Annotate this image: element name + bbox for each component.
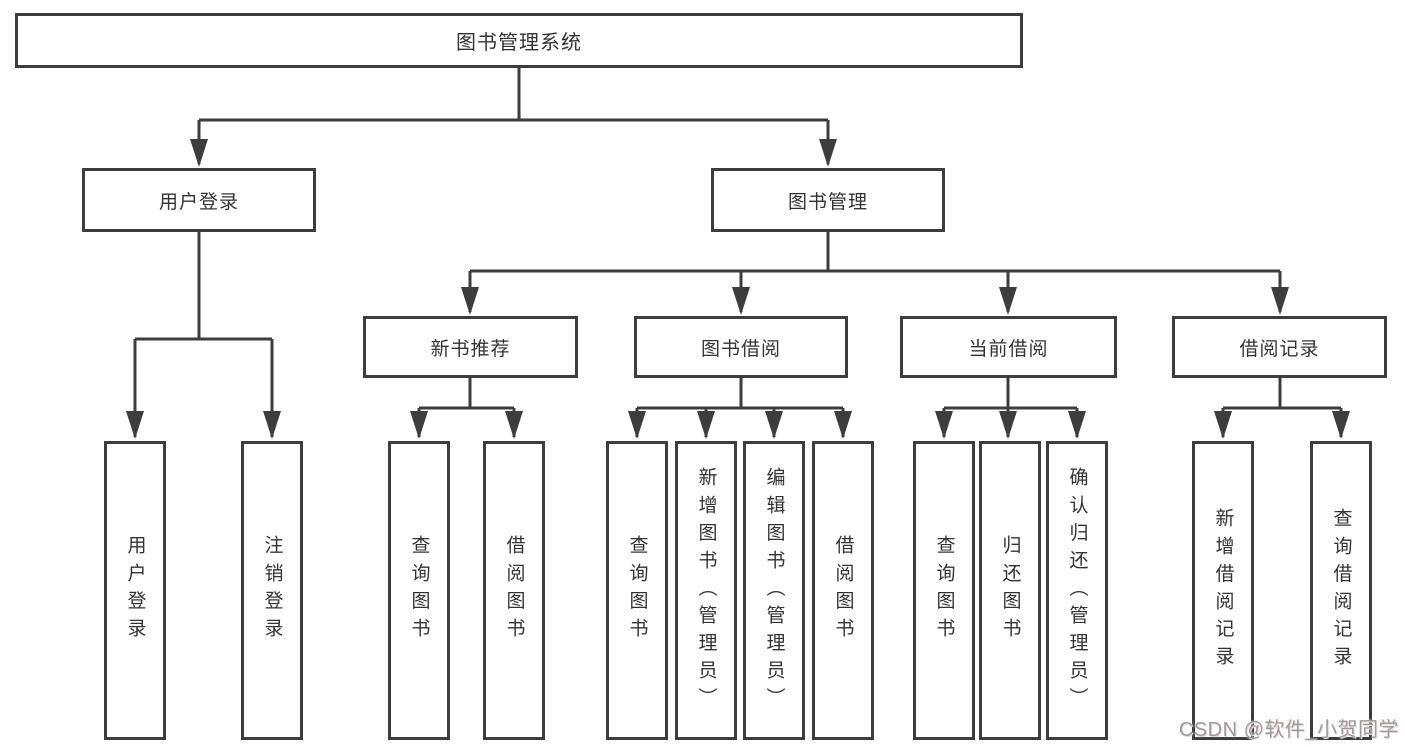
leaf-label: 查询图书 bbox=[408, 535, 430, 646]
leaf-add-borrow-record: 新增借阅记录 bbox=[1192, 441, 1254, 740]
node-book-management: 图书管理 bbox=[711, 168, 945, 232]
leaf-label: 新增图书（管理员） bbox=[695, 466, 717, 715]
leaf-label: 查询图书 bbox=[626, 535, 648, 646]
leaf-query-books-borrowing: 查询图书 bbox=[606, 441, 668, 740]
leaf-label: 查询借阅记录 bbox=[1330, 507, 1352, 674]
leaf-label: 编辑图书（管理员） bbox=[763, 466, 785, 715]
leaf-label: 新增借阅记录 bbox=[1212, 507, 1234, 674]
leaf-user-login: 用户登录 bbox=[104, 441, 166, 740]
node-current-borrowing-label: 当前借阅 bbox=[968, 338, 1049, 360]
leaf-borrow-books-recommend: 借阅图书 bbox=[483, 441, 545, 740]
leaf-query-borrow-record: 查询借阅记录 bbox=[1310, 441, 1372, 740]
leaf-label: 借阅图书 bbox=[832, 535, 854, 646]
node-new-book-recommendation: 新书推荐 bbox=[363, 316, 578, 378]
leaf-logout: 注销登录 bbox=[241, 441, 303, 740]
leaf-label: 注销登录 bbox=[261, 535, 283, 646]
leaf-edit-books-admin: 编辑图书（管理员） bbox=[743, 441, 805, 740]
node-root-label: 图书管理系统 bbox=[456, 32, 582, 54]
leaf-label: 确认归还（管理员） bbox=[1066, 466, 1088, 715]
node-borrowing-records: 借阅记录 bbox=[1172, 316, 1387, 378]
watermark: CSDN @软件_小贺同学 bbox=[1178, 719, 1399, 741]
node-user-login-label: 用户登录 bbox=[158, 191, 239, 213]
leaf-label: 用户登录 bbox=[124, 535, 146, 646]
node-book-management-label: 图书管理 bbox=[787, 191, 868, 213]
node-borrowing-records-label: 借阅记录 bbox=[1239, 338, 1320, 360]
node-current-borrowing: 当前借阅 bbox=[900, 316, 1117, 378]
leaf-label: 借阅图书 bbox=[503, 535, 525, 646]
node-new-book-recommendation-label: 新书推荐 bbox=[430, 338, 511, 360]
leaf-label: 查询图书 bbox=[933, 535, 955, 646]
leaf-query-books-current: 查询图书 bbox=[913, 441, 975, 740]
leaf-add-books-admin: 新增图书（管理员） bbox=[675, 441, 737, 740]
node-book-borrowing-label: 图书借阅 bbox=[700, 338, 781, 360]
node-root-system: 图书管理系统 bbox=[15, 13, 1023, 68]
node-user-login: 用户登录 bbox=[82, 168, 316, 232]
leaf-query-books-recommend: 查询图书 bbox=[388, 441, 450, 740]
node-book-borrowing: 图书借阅 bbox=[634, 316, 848, 378]
leaf-confirm-return-admin: 确认归还（管理员） bbox=[1046, 441, 1108, 740]
leaf-return-books: 归还图书 bbox=[979, 441, 1041, 740]
leaf-label: 归还图书 bbox=[999, 535, 1021, 646]
leaf-borrow-books: 借阅图书 bbox=[812, 441, 874, 740]
